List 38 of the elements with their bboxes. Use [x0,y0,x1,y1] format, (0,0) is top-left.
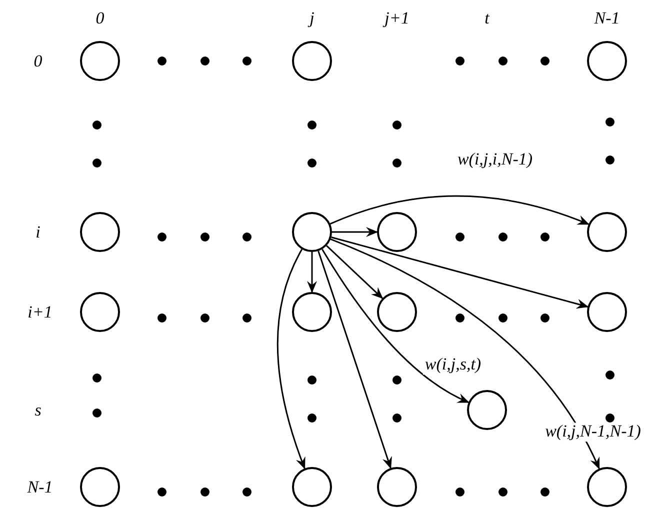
state-circle [587,41,627,81]
arrow [332,227,378,237]
state-circle [587,292,627,332]
arrow [318,250,392,469]
state-circle [292,467,332,507]
column-index: 0 [96,10,104,26]
state-circle [292,292,332,332]
arrow [307,252,317,293]
row-index: 0 [34,52,42,70]
arrow [326,245,384,299]
state-circle [377,212,417,252]
arrow [331,236,589,309]
column-index: N-1 [594,10,620,26]
arrow [330,238,600,470]
arrow [322,248,470,404]
column-index: j+1 [384,10,410,26]
row-index: i+1 [28,304,52,320]
row-index: N-1 [27,478,53,496]
state-circle [292,212,332,252]
state-circle [587,467,627,507]
column-index: j [310,10,314,26]
column-index: t [484,10,490,26]
row-index: s [34,402,42,418]
state-circle [587,212,627,252]
state-circle [377,292,417,332]
edge-label: w(i,j,i,N-1) [455,150,535,170]
edge-label: w(i,j,s,t) [422,356,484,374]
arrow [276,248,306,470]
state-circle [80,41,120,81]
state-circle [292,41,332,81]
state-circle [80,292,120,332]
row-index: i [36,224,40,240]
state-circle [80,467,120,507]
state-circle [377,467,417,507]
arrow [330,195,590,225]
state-circle [467,390,507,430]
state-circle [80,212,120,252]
edge-label: w(i,j,N-1,N-1) [543,422,643,442]
